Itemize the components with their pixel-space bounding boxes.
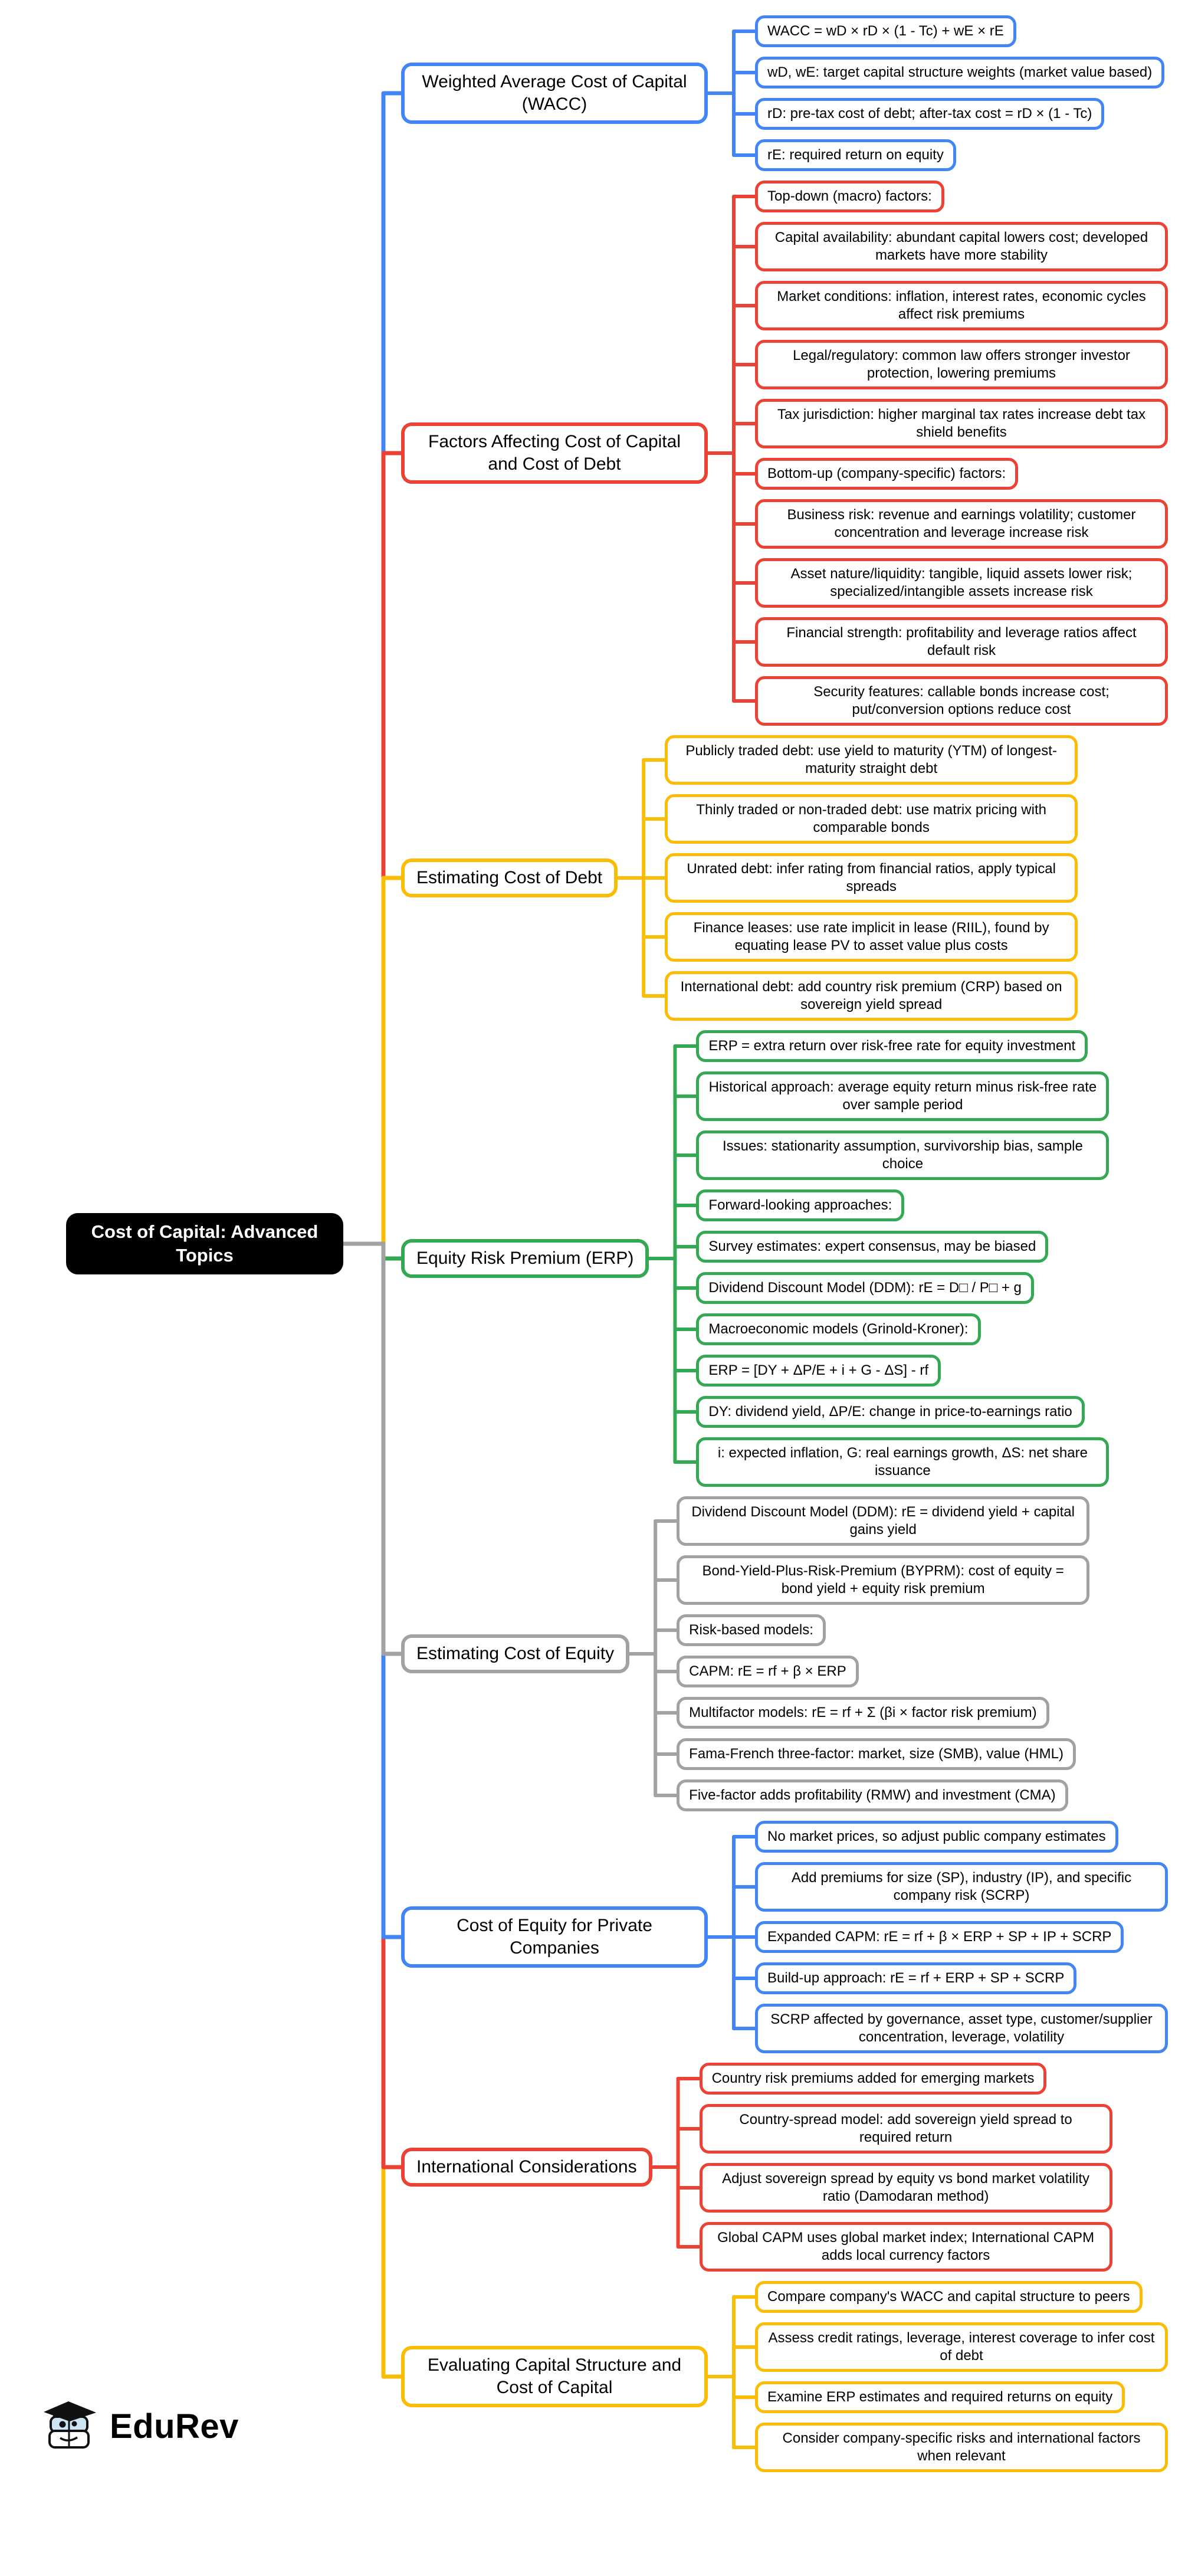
branch-leaves: Top-down (macro) factors: Capital availab…	[755, 181, 1168, 726]
leaf-node[interactable]: Capital availability: abundant capital l…	[755, 222, 1168, 271]
leaf-node[interactable]: Build-up approach: rE = rf + ERP + SP + …	[755, 1962, 1077, 1994]
leaf-node[interactable]: Assess credit ratings, leverage, interes…	[755, 2322, 1168, 2372]
leaf-node[interactable]: CAPM: rE = rf + β × ERP	[677, 1656, 859, 1687]
branch-title[interactable]: Evaluating Capital Structure and Cost of…	[401, 2346, 708, 2407]
branch-title[interactable]: Weighted Average Cost of Capital (WACC)	[401, 63, 708, 124]
leaf-node[interactable]: Macroeconomic models (Grinold-Kroner):	[696, 1313, 981, 1345]
leaf-node[interactable]: Consider company-specific risks and inte…	[755, 2423, 1168, 2472]
branch-title-wrap: Estimating Cost of Equity	[401, 1634, 630, 1673]
leaf-node[interactable]: Thinly traded or non-traded debt: use ma…	[665, 794, 1078, 844]
branch-title-wrap: Weighted Average Cost of Capital (WACC)	[401, 63, 708, 124]
leaf-node[interactable]: Security features: callable bonds increa…	[755, 676, 1168, 726]
leaf-node[interactable]: Forward-looking approaches:	[696, 1189, 905, 1221]
leaf-node[interactable]: SCRP affected by governance, asset type,…	[755, 2004, 1168, 2053]
leaf-node[interactable]: Issues: stationarity assumption, survivo…	[696, 1130, 1109, 1180]
leaf-node[interactable]: WACC = wD × rD × (1 - Tc) + wE × rE	[755, 15, 1016, 47]
leaf-node[interactable]: Compare company's WACC and capital struc…	[755, 2281, 1143, 2313]
branch-title[interactable]: Equity Risk Premium (ERP)	[401, 1239, 649, 1278]
leaf-node[interactable]: Asset nature/liquidity: tangible, liquid…	[755, 558, 1168, 608]
leaf-node[interactable]: ERP = [DY + ΔP/E + i + G - ΔS] - rf	[696, 1355, 941, 1387]
leaf-node[interactable]: Tax jurisdiction: higher marginal tax ra…	[755, 399, 1168, 448]
connector-lines	[339, 30, 759, 2449]
leaf-node[interactable]: Survey estimates: expert consensus, may …	[696, 1231, 1049, 1263]
branch-evaluating: Evaluating Capital Structure and Cost of…	[0, 2281, 1168, 2472]
leaf-node[interactable]: Historical approach: average equity retu…	[696, 1071, 1109, 1121]
leaf-node[interactable]: Dividend Discount Model (DDM): rE = D□ /…	[696, 1272, 1034, 1304]
branch-title-wrap: International Considerations	[401, 2148, 652, 2187]
leaf-node[interactable]: i: expected inflation, G: real earnings …	[696, 1437, 1109, 1487]
root-node[interactable]: Cost of Capital: Advanced Topics	[66, 1213, 343, 1274]
leaf-node[interactable]: Add premiums for size (SP), industry (IP…	[755, 1862, 1168, 1912]
leaf-node[interactable]: Multifactor models: rE = rf + Σ (βi × fa…	[677, 1697, 1049, 1729]
leaf-node[interactable]: Examine ERP estimates and required retur…	[755, 2381, 1125, 2413]
leaf-node[interactable]: Five-factor adds profitability (RMW) and…	[677, 1779, 1068, 1811]
branch-international: International Considerations Country ris…	[0, 2063, 1168, 2272]
branch-title[interactable]: Cost of Equity for Private Companies	[401, 1906, 708, 1968]
leaf-node[interactable]: Fama-French three-factor: market, size (…	[677, 1738, 1076, 1770]
leaf-node[interactable]: Country risk premiums added for emerging…	[699, 2063, 1047, 2095]
leaf-node[interactable]: International debt: add country risk pre…	[665, 971, 1078, 1021]
edurev-logo-text: EduRev	[110, 2407, 239, 2446]
leaf-node[interactable]: Financial strength: profitability and le…	[755, 617, 1168, 667]
branch-leaves: WACC = wD × rD × (1 - Tc) + wE × rE wD, w…	[755, 15, 1165, 171]
branch-title-wrap: Equity Risk Premium (ERP)	[401, 1239, 649, 1278]
leaf-node[interactable]: Adjust sovereign spread by equity vs bon…	[699, 2163, 1112, 2213]
leaf-node[interactable]: Finance leases: use rate implicit in lea…	[665, 912, 1078, 962]
branch-cost-of-debt: Estimating Cost of Debt Publicly traded …	[0, 735, 1168, 1021]
leaf-node[interactable]: rD: pre-tax cost of debt; after-tax cost…	[755, 98, 1105, 130]
leaf-node[interactable]: wD, wE: target capital structure weights…	[755, 57, 1165, 89]
edurev-mascot-icon	[44, 2401, 96, 2449]
branch-leaves: Compare company's WACC and capital struc…	[755, 2281, 1168, 2472]
branch-cost-of-equity: Estimating Cost of Equity Dividend Disco…	[0, 1496, 1168, 1811]
leaf-node[interactable]: Top-down (macro) factors:	[755, 181, 944, 212]
leaf-node[interactable]: ERP = extra return over risk-free rate f…	[696, 1030, 1088, 1062]
leaf-node[interactable]: Dividend Discount Model (DDM): rE = divi…	[677, 1496, 1090, 1546]
leaf-node[interactable]: DY: dividend yield, ΔP/E: change in pric…	[696, 1396, 1085, 1428]
leaf-node[interactable]: Country-spread model: add sovereign yiel…	[699, 2104, 1112, 2154]
branch-leaves: Publicly traded debt: use yield to matur…	[665, 735, 1078, 1021]
branch-factors: Factors Affecting Cost of Capital and Co…	[0, 181, 1168, 726]
branch-leaves: Country risk premiums added for emerging…	[699, 2063, 1112, 2272]
leaf-node[interactable]: Business risk: revenue and earnings vola…	[755, 499, 1168, 549]
leaf-node[interactable]: Risk-based models:	[677, 1614, 826, 1646]
branch-title[interactable]: International Considerations	[401, 2148, 652, 2187]
branch-erp: Equity Risk Premium (ERP) ERP = extra re…	[0, 1030, 1168, 1487]
branch-title-wrap: Cost of Equity for Private Companies	[401, 1906, 708, 1968]
branch-title[interactable]: Estimating Cost of Debt	[401, 858, 618, 897]
branch-title[interactable]: Estimating Cost of Equity	[401, 1634, 630, 1673]
leaf-node[interactable]: No market prices, so adjust public compa…	[755, 1821, 1118, 1853]
leaf-node[interactable]: Expanded CAPM: rE = rf + β × ERP + SP + …	[755, 1921, 1124, 1953]
branch-leaves: Dividend Discount Model (DDM): rE = divi…	[677, 1496, 1090, 1811]
leaf-node[interactable]: Publicly traded debt: use yield to matur…	[665, 735, 1078, 785]
branch-title-wrap: Estimating Cost of Debt	[401, 858, 618, 897]
branch-wacc: Weighted Average Cost of Capital (WACC) …	[0, 15, 1168, 171]
branch-leaves: No market prices, so adjust public compa…	[755, 1821, 1168, 2053]
branch-title-wrap: Evaluating Capital Structure and Cost of…	[401, 2346, 708, 2407]
edurev-logo[interactable]: EduRev	[41, 2397, 239, 2456]
branch-title-wrap: Factors Affecting Cost of Capital and Co…	[401, 422, 708, 484]
leaf-node[interactable]: Bottom-up (company-specific) factors:	[755, 458, 1019, 490]
branch-private-companies: Cost of Equity for Private Companies No …	[0, 1821, 1168, 2053]
leaf-node[interactable]: Global CAPM uses global market index; In…	[699, 2222, 1112, 2272]
leaf-node[interactable]: Bond-Yield-Plus-Risk-Premium (BYPRM): co…	[677, 1555, 1090, 1605]
branch-leaves: ERP = extra return over risk-free rate f…	[696, 1030, 1109, 1487]
branch-title[interactable]: Factors Affecting Cost of Capital and Co…	[401, 422, 708, 484]
leaf-node[interactable]: Market conditions: inflation, interest r…	[755, 281, 1168, 330]
leaf-node[interactable]: Legal/regulatory: common law offers stro…	[755, 340, 1168, 389]
leaf-node[interactable]: Unrated debt: infer rating from financia…	[665, 853, 1078, 903]
leaf-node[interactable]: rE: required return on equity	[755, 139, 956, 171]
branches-column: Weighted Average Cost of Capital (WACC) …	[0, 15, 1168, 2472]
